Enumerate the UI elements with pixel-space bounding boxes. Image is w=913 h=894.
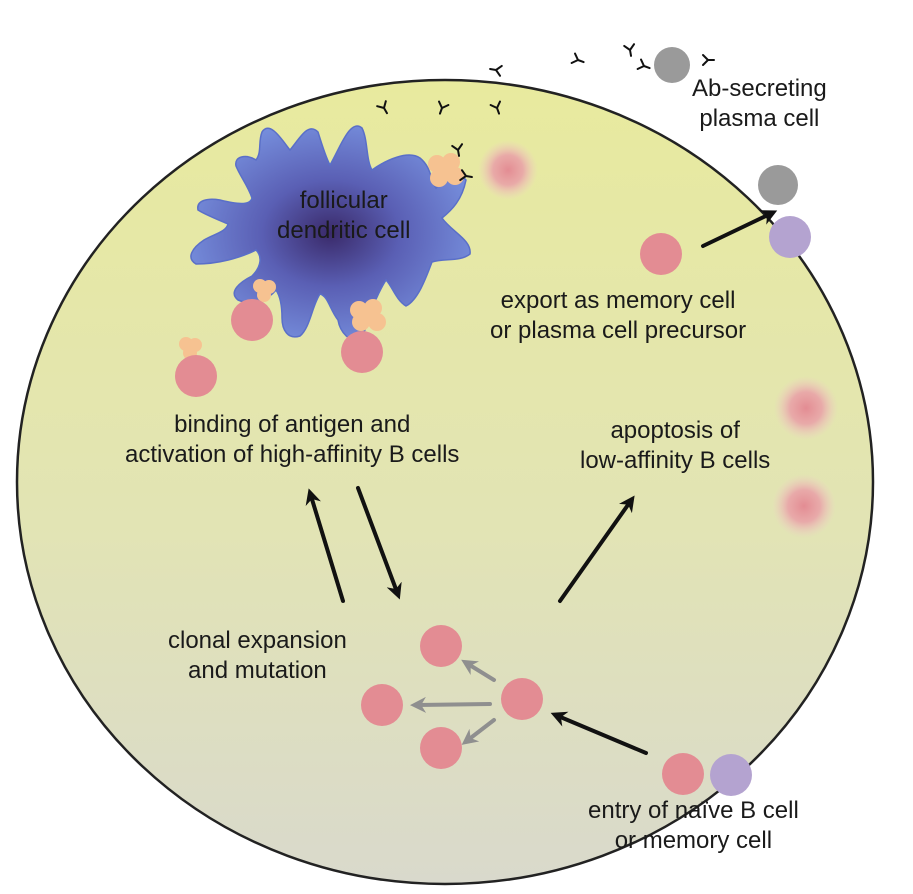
antibody (489, 64, 503, 77)
antigen-cluster-right (350, 299, 386, 331)
plasma-cell-exiting (758, 165, 798, 205)
label-plasma-cell: Ab-secreting plasma cell (692, 75, 827, 132)
plasma-cell-outside (654, 47, 690, 83)
arrow-divide-left (410, 696, 492, 713)
apoptotic-b-cell (478, 140, 538, 200)
antigen-cluster-top (428, 153, 464, 187)
label-apoptosis: apoptosis of low-affinity B cells (580, 417, 771, 474)
b-cell (662, 753, 704, 795)
antibody (376, 100, 388, 115)
arrow-divide-up (461, 659, 496, 682)
arrow-export (701, 210, 778, 248)
b-cell (175, 355, 217, 397)
b-cell (420, 727, 462, 769)
antibody (451, 143, 464, 157)
arrow-divide-down (461, 718, 496, 745)
gray-arrows (410, 659, 496, 745)
arrow-to-clonal (356, 486, 402, 600)
apoptotic-b-cell (772, 474, 836, 538)
b-cell (361, 684, 403, 726)
black-arrows (305, 210, 778, 755)
antibody (636, 58, 651, 70)
antigen-cluster-left (253, 279, 276, 302)
label-export: export as memory cell or plasma cell pre… (490, 287, 747, 344)
label-clonal: clonal expansion and mutation (168, 627, 347, 684)
germinal-center (15, 78, 875, 886)
b-cell (420, 625, 462, 667)
b-cell (501, 678, 543, 720)
antibody (570, 52, 585, 64)
antibody (489, 100, 501, 115)
antibody (459, 169, 473, 182)
apoptotic-b-cell (774, 376, 838, 440)
b-cell (640, 233, 682, 275)
antigen-clusters (179, 153, 464, 360)
memory-cell-exiting (769, 216, 811, 258)
memory-cell-entering (710, 754, 752, 796)
b-cell (231, 299, 273, 341)
antibodies (376, 43, 715, 182)
arrow-to-binding (305, 488, 345, 603)
antibody (702, 54, 715, 66)
antibody (623, 43, 636, 57)
b-cells (175, 233, 704, 795)
b-cell (341, 331, 383, 373)
arrow-entry (550, 711, 648, 755)
label-entry: entry of naïve B cell or memory cell (588, 797, 799, 854)
label-binding: binding of antigen and activation of hig… (125, 411, 460, 468)
antibody (438, 100, 450, 115)
arrow-to-apoptosis (558, 495, 635, 603)
label-follicular-dendritic-cell: follicular dendritic cell (277, 187, 411, 244)
